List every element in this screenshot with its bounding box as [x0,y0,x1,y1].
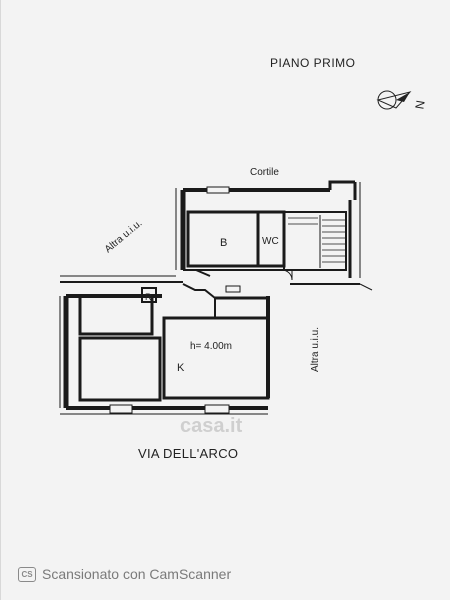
courtyard-label: Cortile [250,167,279,178]
door [281,269,293,281]
scanner-footer: Scansionato con CamScanner [18,566,231,582]
north-arrow-icon: N [376,90,428,110]
camscanner-icon [18,566,36,582]
north-arrow-letter: N [412,99,427,110]
room-r-label: R [145,292,152,302]
left-neighbor-label: Altra u.i.u. [103,218,145,255]
street-label: VIA DELL'ARCO [138,446,238,461]
walls [59,180,373,415]
room-k-label: K [177,362,185,374]
watermark: casa.it [180,415,243,437]
room-wc-label: WC [262,236,279,247]
scanner-text: Scansionato con CamScanner [42,566,232,582]
room-b-label: B [220,237,227,249]
height-label: h= 4.00m [190,341,232,352]
floor-title: PIANO PRIMO [270,56,356,70]
right-neighbor-label: Altra u.i.u. [310,327,321,372]
windows [109,186,241,414]
